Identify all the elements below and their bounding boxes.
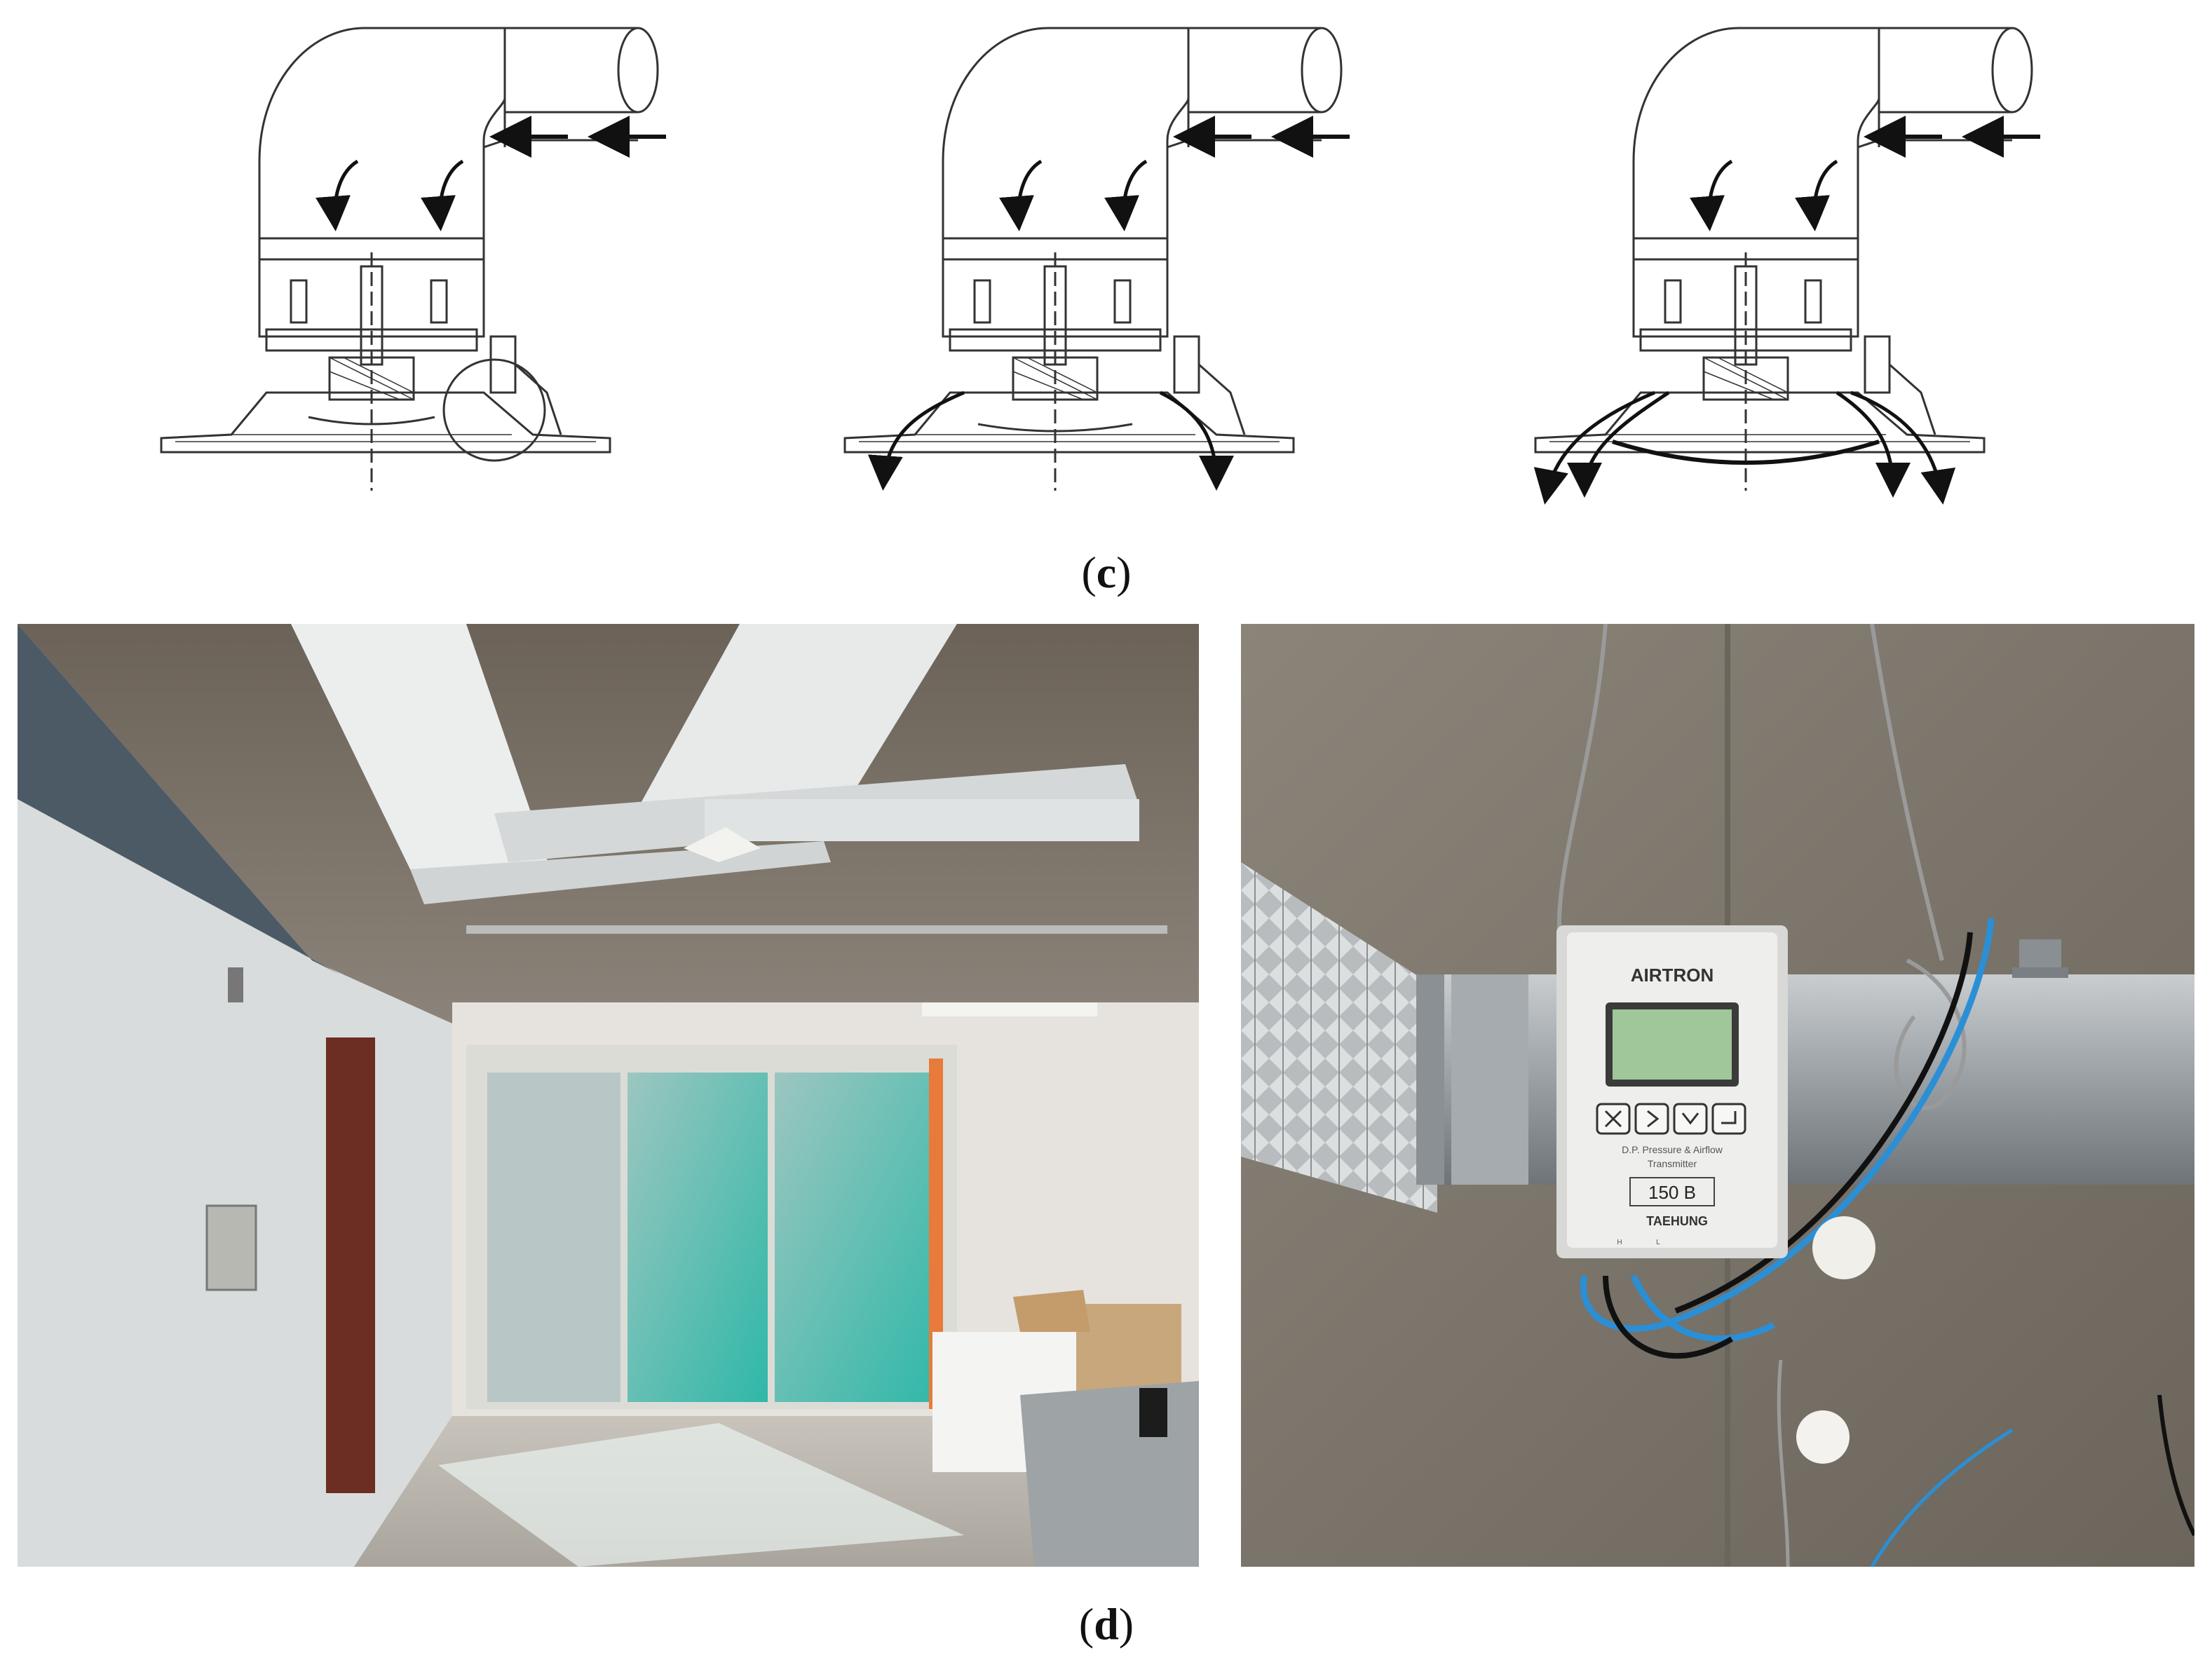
caption-c: (c): [1081, 547, 1132, 597]
port-l-label: L: [1656, 1239, 1660, 1246]
next-key-icon: [1634, 1103, 1669, 1135]
diffuser-diagrams: [160, 27, 2040, 505]
diffuser-open-diagram: [1533, 27, 2040, 505]
transmitter-brand: AIRTRON: [1631, 965, 1714, 986]
diffuser-half-open-diagram: [843, 27, 1350, 492]
caption-d: (d): [1078, 1599, 1134, 1649]
transmitter-maker: TAEHUNG: [1646, 1214, 1708, 1228]
enter-key-icon: [1711, 1103, 1746, 1135]
keypad: [1596, 1103, 1746, 1135]
diffuser-closed-diagram: [160, 27, 666, 492]
transmitter-device: AIRTRON D.P. Pressure & Airflow Transmit…: [1556, 925, 1788, 1258]
port-h-label: H: [1617, 1239, 1622, 1246]
lcd-screen: [1613, 1009, 1732, 1080]
transmitter-model: 150 B: [1648, 1182, 1696, 1203]
transmitter-subtitle-1: D.P. Pressure & Airflow: [1622, 1144, 1723, 1155]
photo-room-interior: [18, 624, 1199, 1567]
photo-airflow-transmitter: AIRTRON D.P. Pressure & Airflow Transmit…: [1241, 624, 2194, 1567]
down-key-icon: [1673, 1103, 1708, 1135]
transmitter-subtitle-2: Transmitter: [1648, 1158, 1697, 1169]
